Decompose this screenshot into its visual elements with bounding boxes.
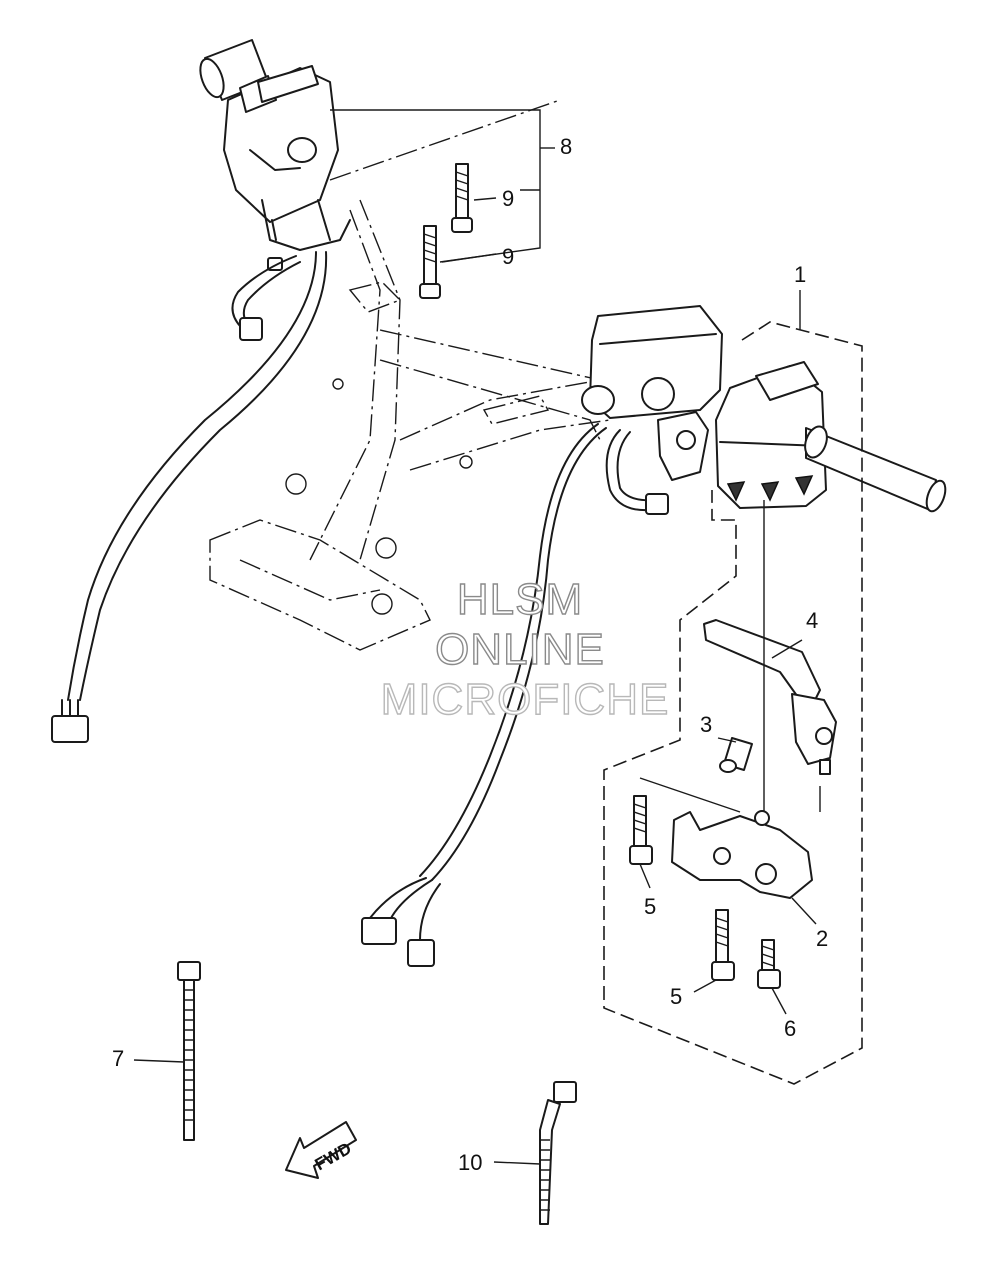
watermark-line-1: HLSM: [457, 575, 583, 624]
pivot-pin: [717, 737, 753, 773]
callout-4: 4: [806, 608, 818, 633]
screw-6: [757, 939, 787, 1015]
callout-labels: 1 2 3 4 5 5 6 7 8 9 9 10: [112, 134, 828, 1175]
callout-bracket-8: [330, 109, 555, 263]
cable-tie-10: [493, 1081, 577, 1225]
callout-8: 8: [560, 134, 572, 159]
callout-9-upper: 9: [502, 186, 514, 211]
callout-2: 2: [816, 926, 828, 951]
cable-tie-7: [133, 961, 201, 1141]
watermark: HLSM ONLINE MICROFICHE: [380, 574, 670, 724]
watermark-line-2: ONLINE: [435, 625, 605, 674]
left-handlebar-switch: [51, 39, 351, 743]
callout-10: 10: [458, 1150, 482, 1175]
brake-lever: [703, 619, 837, 775]
screw-9-lower: [419, 225, 497, 299]
screw-5-right: [693, 909, 735, 993]
forward-direction-arrow: FWD: [285, 1121, 357, 1179]
callout-6: 6: [784, 1016, 796, 1041]
handlebar-frame: [209, 99, 611, 651]
watermark-line-3: MICROFICHE: [381, 675, 670, 724]
callout-9-lower: 9: [502, 244, 514, 269]
screw-5-left: [629, 795, 653, 889]
callout-1: 1: [794, 262, 806, 287]
callout-7: 7: [112, 1046, 124, 1071]
assembly-1-outline: [603, 321, 863, 1085]
right-switch-harness: [361, 423, 607, 967]
right-handlebar-switch: [715, 361, 947, 513]
callout-5-right: 5: [670, 984, 682, 1009]
screw-9-upper: [451, 163, 497, 233]
lever-bracket: [639, 777, 821, 925]
callout-5-left: 5: [644, 894, 656, 919]
brake-master-cylinder: [581, 305, 723, 515]
callout-3: 3: [700, 712, 712, 737]
